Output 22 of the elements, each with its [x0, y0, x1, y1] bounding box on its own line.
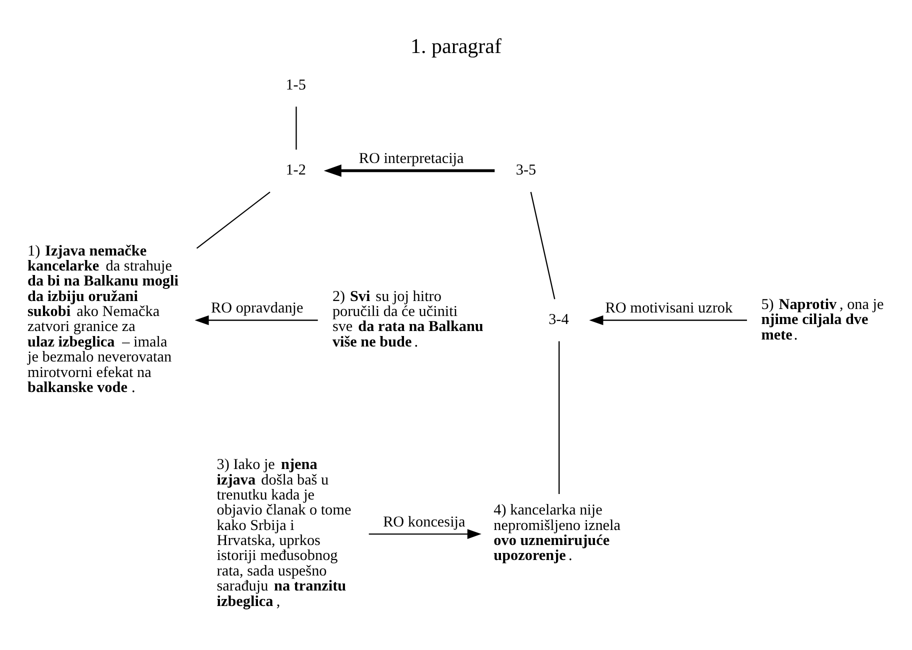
- node-text: 3-5: [516, 161, 536, 178]
- connector: [530, 191, 556, 299]
- node-text: 3) Iako je njena izjava došla baš u trenutku kada je objavio članak o tome kako Srbija i Hrvatska, uprkos istoriji međusobnog rata, sada uspešno sarađuju na tranzitu izbeglica,: [216, 456, 352, 610]
- node-text: 3-4: [548, 310, 569, 328]
- node-text: 2) Svi su joj hitro poručili da će učiniti sve da rata na Balkanu više ne bude.: [332, 287, 484, 350]
- diagram-title: 1. paragraf: [410, 34, 502, 58]
- edge-label: RO interpretacija: [358, 149, 464, 166]
- edge-label: RO motivisani uzrok: [605, 299, 733, 316]
- node-text: 1-5: [286, 76, 306, 93]
- arrow: [589, 314, 747, 325]
- arrow: [368, 528, 482, 538]
- node-text: 4) kancelarka nije nepromišljeno iznela ovo uznemirujuće upozorenje.: [494, 501, 621, 564]
- arrow: [324, 164, 495, 176]
- connector: [558, 340, 560, 494]
- arrow: [194, 314, 318, 325]
- connector: [196, 191, 270, 248]
- node-text: 1) Izjava nemačke kancelarke da strahuje da bi na Balkanu mogli da izbiju oružani sukobi ako Nemačka zatvori granice za ulaz izbeglica – imala je bezmalo neverovatan mirotvorni efekat na balkanske vode.: [28, 242, 178, 396]
- node-text: 1-2: [286, 161, 306, 178]
- connector: [296, 106, 297, 150]
- edge-label: RO koncesija: [383, 512, 466, 530]
- node-text: 5) Naprotiv, ona je njime ciljala dve mete.: [761, 296, 884, 343]
- edge-label: RO opravdanje: [210, 299, 304, 316]
